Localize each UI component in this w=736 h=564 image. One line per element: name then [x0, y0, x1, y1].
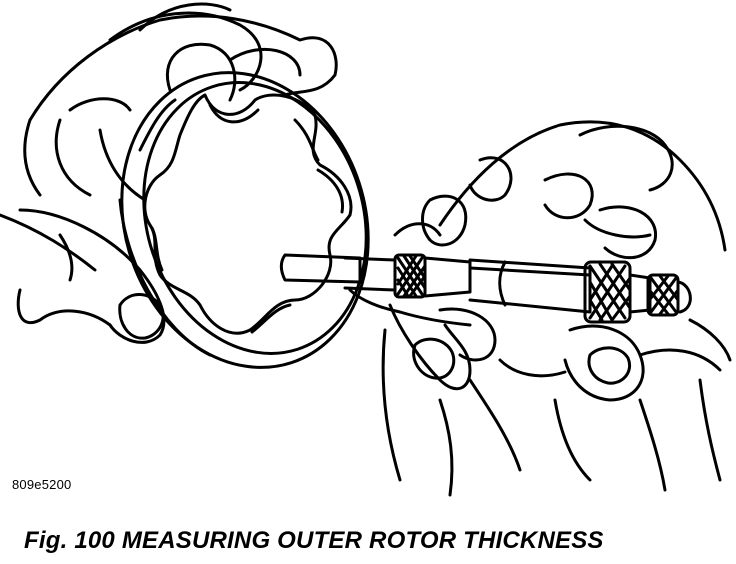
rotor-measurement-illustration [0, 2, 732, 497]
right-hand [381, 120, 732, 497]
micrometer [279, 253, 692, 327]
left-hand [0, 2, 338, 344]
figure-caption: Fig. 100 MEASURING OUTER ROTOR THICKNESS [24, 527, 604, 554]
outer-rotor [118, 71, 370, 369]
figure-code: 809e5200 [12, 477, 72, 492]
